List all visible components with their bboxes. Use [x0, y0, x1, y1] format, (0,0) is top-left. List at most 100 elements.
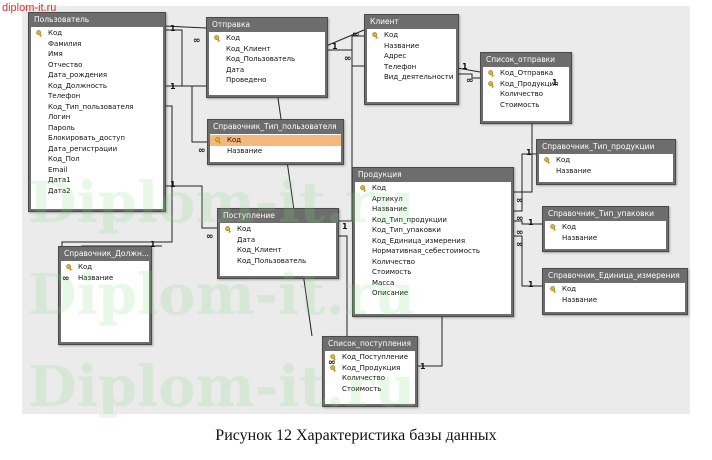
table-field[interactable]: Пароль [31, 123, 163, 134]
table-field[interactable]: Код_Тип_продукции [355, 215, 511, 226]
table-field[interactable]: Код_Должность [31, 81, 163, 92]
table-field[interactable]: Количество [483, 89, 569, 100]
table-field[interactable]: Название [61, 273, 149, 284]
one-mark: 1 [528, 218, 534, 227]
table-field[interactable]: Название [367, 41, 456, 52]
table-field[interactable]: Код_Клиент [220, 245, 336, 256]
primary-key-icon [214, 35, 221, 42]
key-field[interactable]: Код_Продукция [325, 363, 415, 374]
key-field[interactable]: Код [209, 33, 325, 44]
table-field[interactable]: Код_Тип_пользователя [31, 102, 163, 113]
table-field[interactable]: Код_Тип_упаковки [355, 225, 511, 236]
table-field[interactable]: Телефон [31, 91, 163, 102]
table-field[interactable]: Телефон [367, 62, 456, 73]
key-field[interactable]: Код_Отправка [483, 68, 569, 79]
one-mark: 1 [170, 24, 176, 33]
relationship-line [164, 29, 206, 87]
table-field[interactable]: Название [539, 166, 673, 177]
table-field[interactable]: Количество [355, 257, 511, 268]
table-field[interactable]: Стоимость [325, 384, 415, 395]
table-field[interactable]: Email [31, 165, 163, 176]
table-field[interactable]: Стоимость [483, 100, 569, 111]
key-field[interactable]: Код [355, 183, 511, 194]
field-label: Код_Продукция [500, 79, 559, 88]
table-field[interactable]: Дата1 [31, 175, 163, 186]
key-field[interactable]: Код_Поступление [325, 352, 415, 363]
primary-key-icon [225, 226, 232, 233]
table-field[interactable]: Дата_рождения [31, 70, 163, 81]
table-field[interactable]: Артикул [355, 194, 511, 205]
key-field[interactable]: Код [210, 135, 341, 146]
table-title: Справочник_Тип_пользователя [213, 122, 337, 131]
field-label: Код [372, 184, 387, 192]
table-field[interactable]: Количество [325, 373, 415, 384]
table-field[interactable]: Название [210, 146, 341, 157]
table-title: Поступление [223, 211, 275, 220]
table-field[interactable]: Дата [220, 235, 336, 246]
key-field[interactable]: Код [31, 28, 163, 39]
key-field[interactable]: Код [367, 30, 456, 41]
table-field[interactable]: Название [545, 233, 666, 244]
primary-key-icon [330, 354, 337, 361]
table-field[interactable]: Блокировать_доступ [31, 133, 163, 144]
field-label: Вид_деятельности [384, 73, 454, 81]
table-title: Справочник_Тип_упаковки [548, 209, 654, 218]
table-title: Список_отправки [486, 55, 556, 64]
key-field[interactable]: Код [220, 224, 336, 235]
relationship-line [512, 153, 536, 212]
table-field[interactable]: Имя [31, 49, 163, 60]
primary-key-icon [544, 157, 551, 164]
table-field[interactable]: Фамилия [31, 39, 163, 50]
table-field[interactable]: Вид_деятельности [367, 72, 456, 83]
table-field[interactable]: Описание [355, 288, 511, 299]
table-field[interactable]: Название [545, 295, 685, 306]
table-field[interactable]: Код_Пол [31, 154, 163, 165]
key-field[interactable]: Код [545, 222, 666, 233]
site-link[interactable]: diplom-it.ru [2, 2, 57, 14]
table-field[interactable]: Дата2 [31, 186, 163, 197]
key-field[interactable]: Код_Продукция [483, 79, 569, 90]
table-field[interactable]: Код_Пользователь [220, 256, 336, 267]
table-field[interactable]: Стоимость [355, 267, 511, 278]
table-field[interactable]: Нормативная_себестоимость [355, 246, 511, 257]
table-field[interactable]: Логин [31, 112, 163, 123]
table-field[interactable]: Код_Пользователь [209, 54, 325, 65]
table-field[interactable]: Масса [355, 278, 511, 289]
key-field[interactable]: Код [545, 284, 685, 295]
table-field[interactable]: Название [355, 204, 511, 215]
field-label: Описание [372, 289, 409, 297]
table-field[interactable]: Код_Клиент [209, 44, 325, 55]
key-field[interactable]: Код [61, 262, 149, 273]
field-label: Код_Продукция [342, 363, 401, 372]
primary-key-icon [550, 286, 557, 293]
primary-key-icon [550, 224, 557, 231]
table-field[interactable]: Дата_регистрации [31, 144, 163, 155]
relationship-line [512, 220, 542, 225]
table-field[interactable]: Отчество [31, 60, 163, 71]
table-field[interactable]: Код_Единица_измерения [355, 236, 511, 247]
table-field[interactable]: Проведено [209, 75, 325, 86]
table-field[interactable]: Адрес [367, 51, 456, 62]
primary-key-icon [488, 80, 495, 88]
key-field[interactable]: Код [539, 155, 673, 166]
field-label: Код [237, 225, 252, 233]
table-field[interactable]: Дата [209, 65, 325, 76]
